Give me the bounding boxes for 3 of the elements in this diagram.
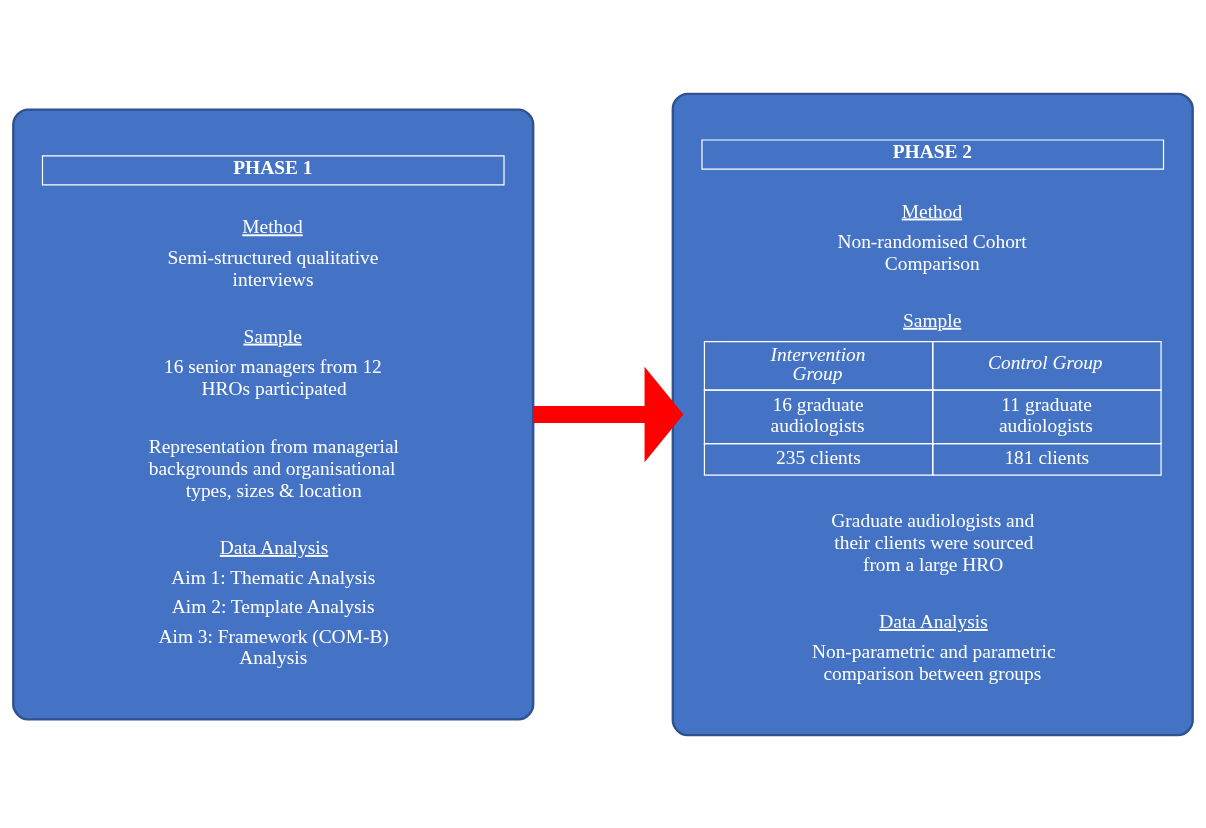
node-box: PHASE 1 Method Semi-structured qualitative interviews Sample 16 senior managers from 12 HROs participated Representation from managerial backgrounds and organisational types, sizes & location Data Analysis Aim 1: Thematic Analysis Aim 2: Template Analysis Aim 3: Framework (COM-B) Analysis — [12, 107, 535, 721]
node-box: PHASE 2 Method Non-randomised Cohort Comparison Sample Intervention Group Control Group 16 graduate audiologists 11 graduate audiologists 235 clients 181 clients Graduate audiologists and their clients were sourced from a large HRO Data Analysis Non-parametric and parametric comparison between groups — [671, 92, 1194, 736]
arrow — [533, 366, 684, 462]
